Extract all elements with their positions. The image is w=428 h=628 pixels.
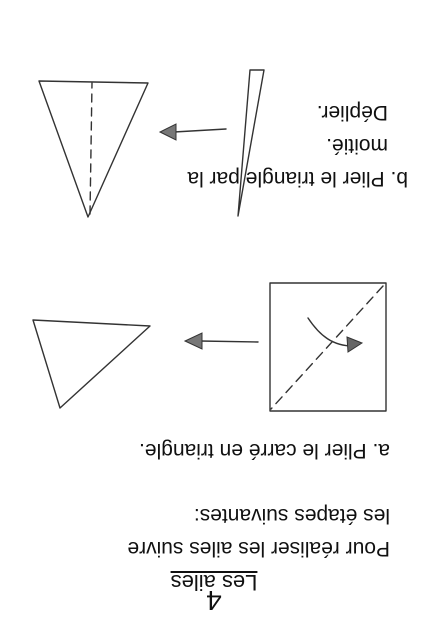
thin-folded-triangle-diagram: [237, 69, 265, 217]
square-fold-diagram: [269, 282, 387, 412]
step-b-arrow: [158, 123, 227, 141]
step-a-arrow: [183, 332, 259, 350]
folded-triangle-diagram: [32, 319, 151, 409]
unfolded-triangle-diagram: [38, 80, 149, 218]
